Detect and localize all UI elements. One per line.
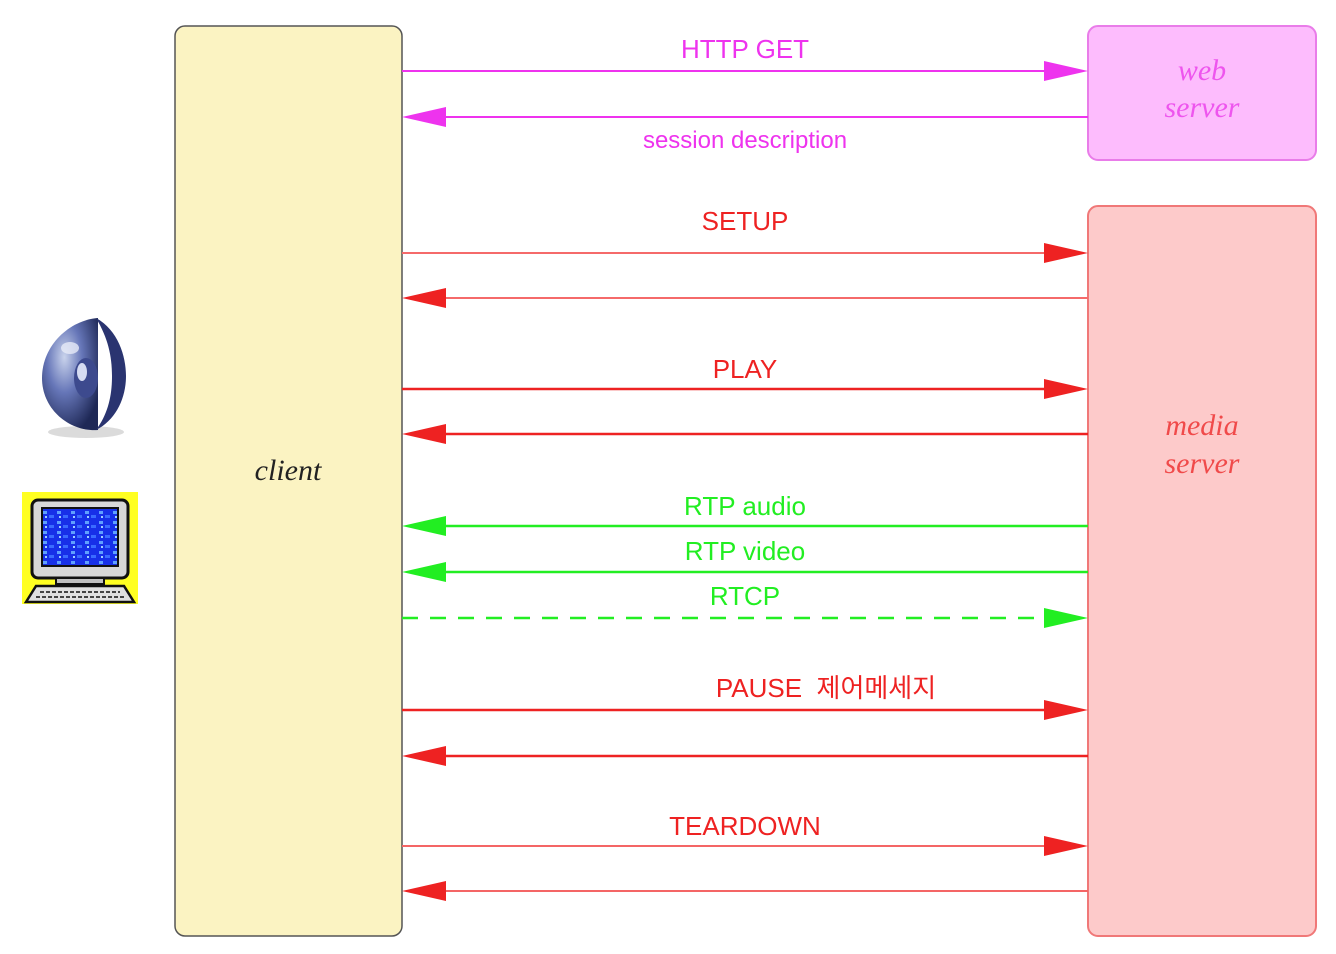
http-get-label: HTTP GET bbox=[681, 34, 809, 64]
speaker-icon bbox=[42, 318, 126, 438]
session-description-arrowhead bbox=[402, 107, 446, 127]
message-play: PLAY bbox=[402, 354, 1088, 399]
http-get-arrowhead bbox=[1044, 61, 1088, 81]
play-arrowhead bbox=[1044, 379, 1088, 399]
teardown-reply-arrowhead bbox=[402, 881, 446, 901]
pause-label: PAUSE 제어메세지 bbox=[716, 673, 936, 703]
pause-arrowhead bbox=[1044, 700, 1088, 720]
message-setup: SETUP bbox=[402, 206, 1088, 263]
play-label: PLAY bbox=[713, 354, 778, 384]
message-teardown-reply bbox=[402, 881, 1088, 901]
message-teardown: TEARDOWN bbox=[402, 811, 1088, 856]
message-session-description: session description bbox=[402, 107, 1088, 154]
rtcp-label: RTCP bbox=[710, 581, 780, 611]
web-server-box bbox=[1087, 25, 1317, 161]
pause-reply-arrowhead bbox=[402, 746, 446, 766]
rtp-video-arrowhead bbox=[402, 562, 446, 582]
message-setup-reply bbox=[402, 288, 1088, 308]
session-description-label: session description bbox=[643, 127, 847, 154]
rtp-audio-label: RTP audio bbox=[684, 491, 806, 521]
teardown-label: TEARDOWN bbox=[669, 811, 821, 841]
play-reply-arrowhead bbox=[402, 424, 446, 444]
client-label: client bbox=[255, 454, 322, 487]
media-server-box bbox=[1087, 205, 1317, 937]
client-participant: client bbox=[174, 25, 403, 937]
message-pause-reply bbox=[402, 746, 1088, 766]
message-rtp-video: RTP video bbox=[402, 536, 1088, 582]
rtp-video-label: RTP video bbox=[685, 536, 805, 566]
message-http-get: HTTP GET bbox=[402, 34, 1088, 81]
media-server-label-line2: server bbox=[1165, 447, 1240, 480]
message-rtcp: RTCP bbox=[402, 581, 1088, 628]
setup-arrowhead bbox=[1044, 243, 1088, 263]
message-play-reply bbox=[402, 424, 1088, 444]
rtp-audio-arrowhead bbox=[402, 516, 446, 536]
teardown-arrowhead bbox=[1044, 836, 1088, 856]
setup-label: SETUP bbox=[702, 206, 789, 236]
message-pause: PAUSE 제어메세지 bbox=[402, 673, 1088, 720]
rtcp-arrowhead bbox=[1044, 608, 1088, 628]
media-server-participant: media server bbox=[1087, 205, 1317, 937]
media-server-label-line1: media bbox=[1165, 409, 1238, 442]
computer-monitor-icon bbox=[22, 492, 138, 604]
setup-reply-arrowhead bbox=[402, 288, 446, 308]
message-rtp-audio: RTP audio bbox=[402, 491, 1088, 536]
client-box bbox=[174, 25, 403, 937]
web-server-participant: web server bbox=[1087, 25, 1317, 161]
web-server-label-line1: web bbox=[1178, 54, 1226, 87]
web-server-label-line2: server bbox=[1165, 91, 1240, 124]
